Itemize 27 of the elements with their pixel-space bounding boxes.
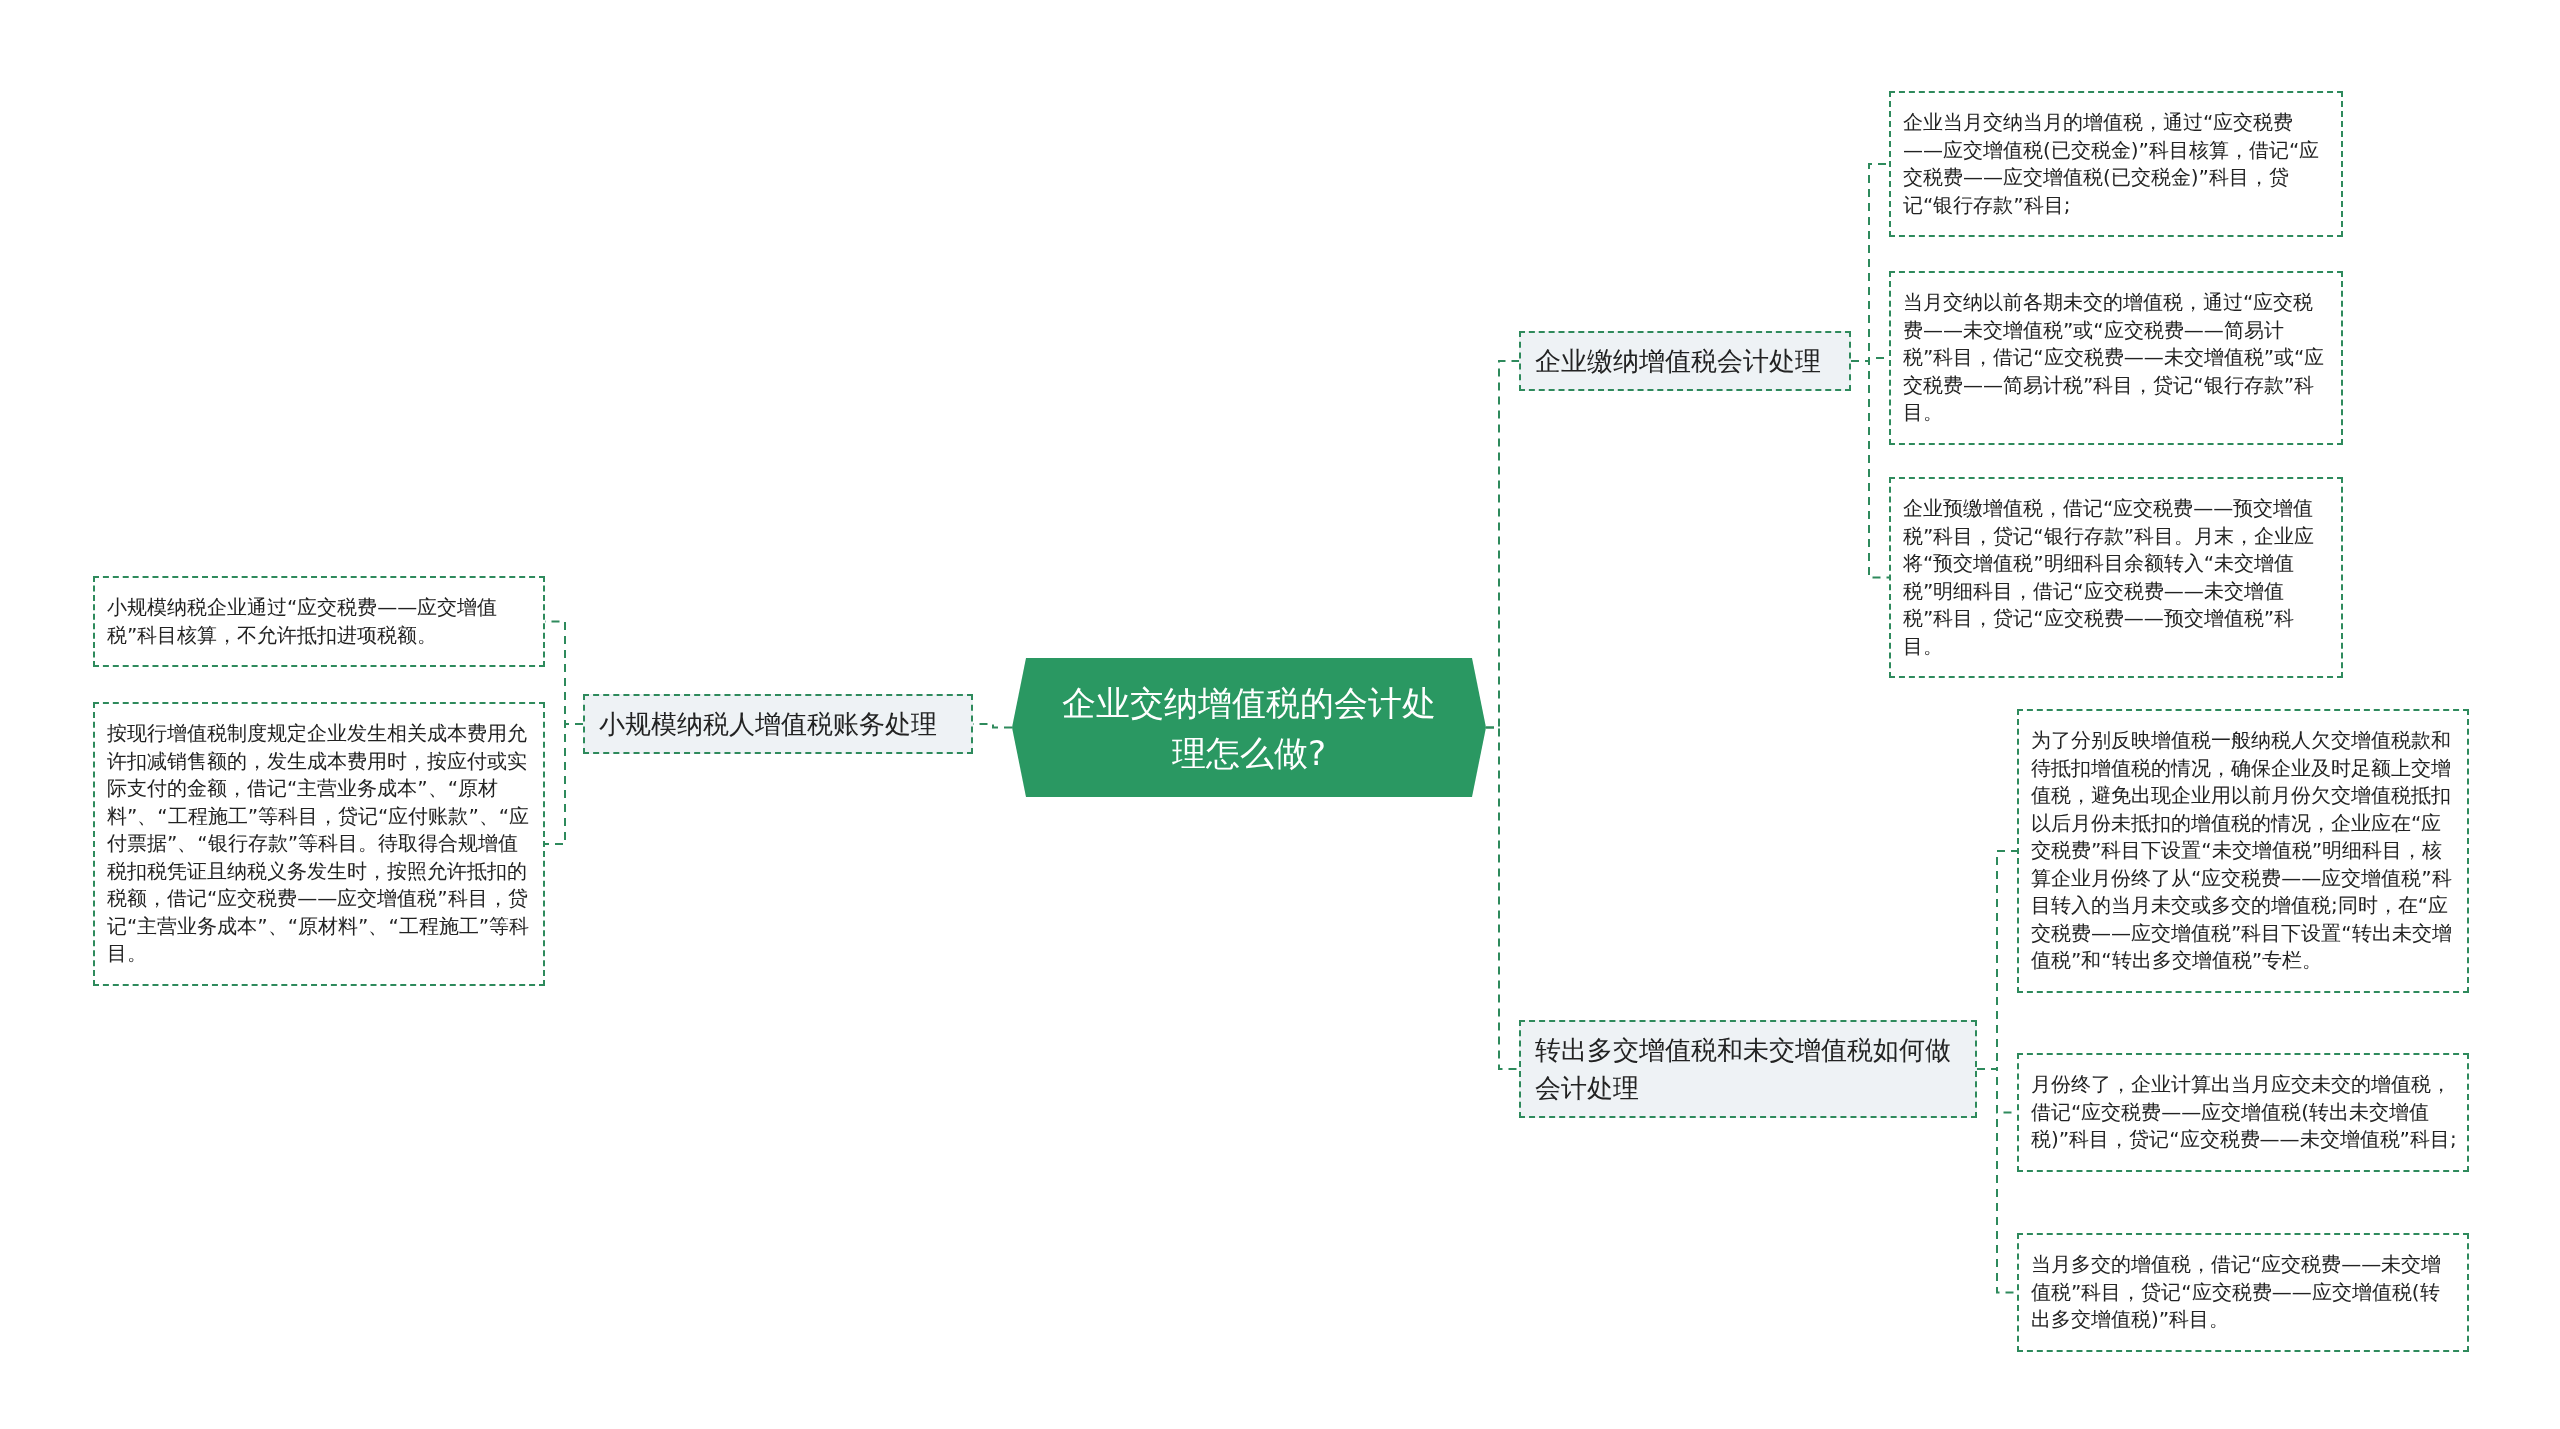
subtopic-box xyxy=(583,694,973,754)
node-text: 企业预缴增值税，借记“应交税费——预交增值税”科目，贷记“银行存款”科目。月末，企业应将“预交增值税”明细科目余额转入“未交增值税”明细科目，借记“应交税费——未交增值税”科目，贷记“应交税费——预交增值税”科目。 xyxy=(1903,495,2316,660)
note-box xyxy=(93,576,545,667)
note-box xyxy=(1889,91,2343,237)
topic-hexagon xyxy=(1012,658,1486,797)
node-text: 转出多交增值税和未交增值税如何做会计处理 xyxy=(1535,1034,1952,1105)
node-text: 小规模纳税人增值税账务处理 xyxy=(599,708,938,741)
connector-line xyxy=(1485,726,1520,1070)
node-text: 当月交纳以前各期未交的增值税，通过“应交税费——未交增值税”或“应交税费——简易计税”科目，借记“应交税费——未交增值税”或“应交税费——简易计税”科目，贷记“银行存款”科目。 xyxy=(1903,289,2326,426)
note-box xyxy=(2017,1233,2469,1352)
node-text: 月份终了，企业计算出当月应交未交的增值税，借记“应交税费——应交增值税(转出未交增值税)”科目，贷记“应交税费——未交增值税”科目; xyxy=(2031,1071,2457,1153)
node-text: 企业当月交纳当月的增值税，通过“应交税费——应交增值税(已交税金)”科目核算，借记“应交税费——应交增值税(已交税金)”科目，贷记“银行存款”科目; xyxy=(1903,109,2321,219)
note-box xyxy=(1889,477,2343,678)
note-box xyxy=(2017,1053,2469,1172)
subtopic-box xyxy=(1519,1020,1977,1118)
subtopic-box xyxy=(1519,331,1851,391)
note-box xyxy=(2017,709,2469,993)
node-text: 为了分别反映增值税一般纳税人欠交增值税款和待抵扣增值税的情况，确保企业及时足额上交增值税，避免出现企业用以前月份欠交增值税抵扣以后月份未抵扣的增值税的情况，企业应在“应交税费”科目下设置“未交增值税”明细科目，核算企业月份终了从“应交税费——应交增值税”科目转入的当月未交或多交的增值税;同时，在“应交税费——应交增值税”科目下设置“转出未交增值税”和“转出多交增值税”专栏。 xyxy=(2031,727,2453,974)
connector-line xyxy=(544,723,584,845)
connector-line xyxy=(1850,360,1890,579)
node-text: 企业缴纳增值税会计处理 xyxy=(1535,345,1822,378)
note-box xyxy=(1889,271,2343,445)
note-box xyxy=(93,702,545,986)
node-text: 当月多交的增值税，借记“应交税费——未交增值税”科目，贷记“应交税费——应交增值税(转出多交增值税)”科目。 xyxy=(2031,1251,2443,1333)
node-text: 小规模纳税企业通过“应交税费——应交增值税”科目核算，不允许抵扣进项税额。 xyxy=(107,594,499,649)
topic-title: 企业交纳增值税的会计处理怎么做? xyxy=(1061,681,1437,775)
node-text: 按现行增值税制度规定企业发生相关成本费用允许扣减销售额的，发生成本费用时，按应付或实际支付的金额，借记“主营业务成本”、“原材料”、“工程施工”等科目，贷记“应付账款”、“应付票据”、“银行存款”等科目。待取得合规增值税扣税凭证且纳税义务发生时，按照允许抵扣的税额，借记“应交税费——应交增值税”科目，贷记“主营业务成本”、“原材料”、“工程施工”等科目。 xyxy=(107,720,531,967)
